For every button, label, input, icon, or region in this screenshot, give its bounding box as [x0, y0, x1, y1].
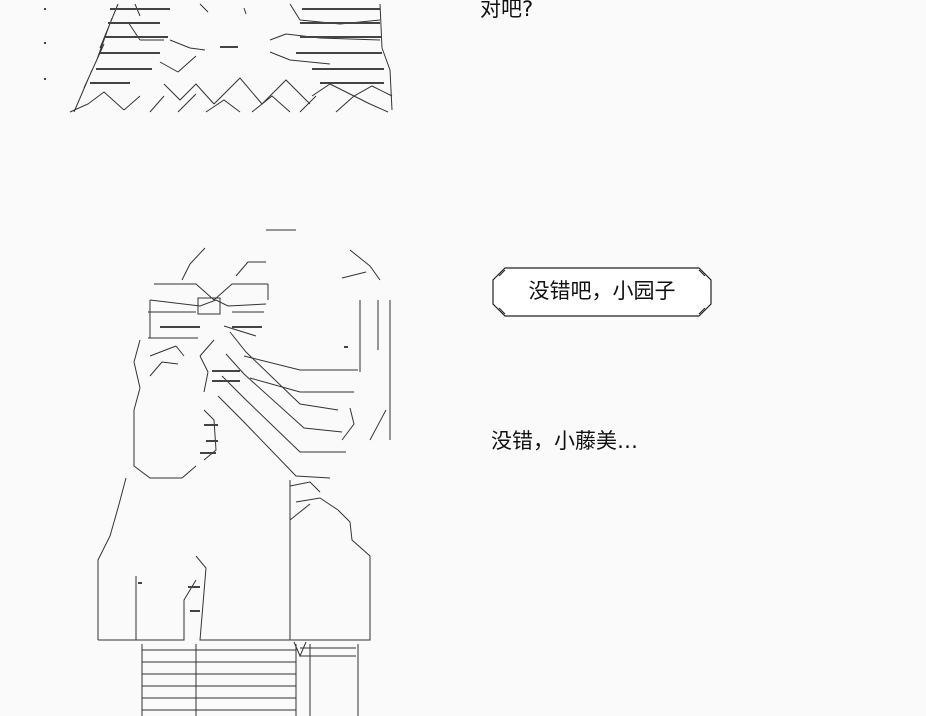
ascii-art-figure-icon: [97, 229, 391, 716]
speech-bubble-frame: [492, 267, 712, 317]
speech-bubble-text: 没错吧，小园子: [528, 279, 676, 303]
ascii-art-top-icon: [44, 3, 393, 113]
dialogue-line-3: 没错，小藤美…: [491, 429, 638, 453]
dialogue-line-1: 对吧?: [480, 0, 534, 21]
speech-bubble: 没错吧，小园子: [491, 266, 713, 318]
